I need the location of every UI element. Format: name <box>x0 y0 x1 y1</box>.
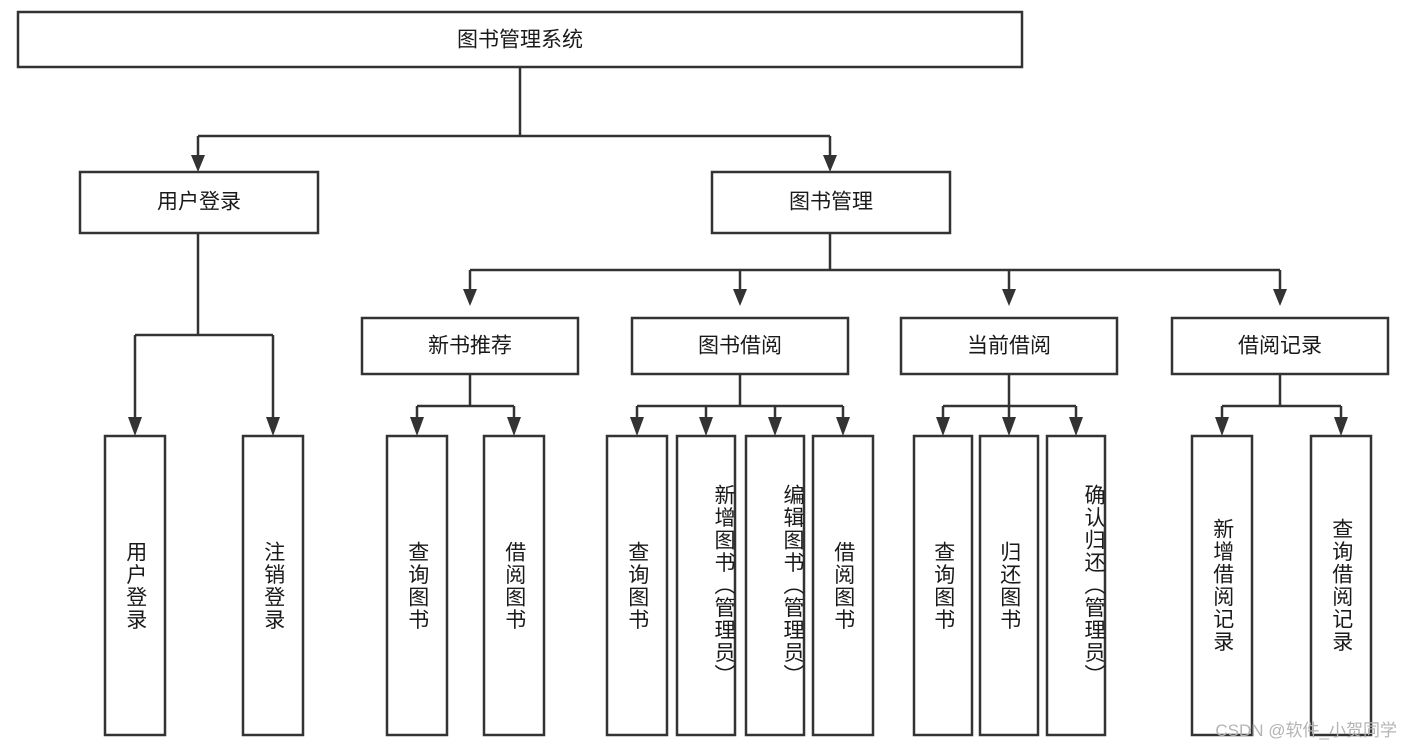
leaf-box-cb-return-book[interactable] <box>978 434 1040 737</box>
book-borrow-label: 图书借阅 <box>698 335 782 358</box>
arrowhead-new-book <box>463 289 477 306</box>
arrowhead-nb-leaf1 <box>410 417 424 436</box>
leaf-box-user-login[interactable] <box>103 434 167 737</box>
leaf-box-bb-edit-book-admin[interactable] <box>744 434 806 737</box>
leaf-box-bb-add-book-admin[interactable] <box>675 434 737 737</box>
leaf-box-nb-query-book[interactable] <box>385 434 449 737</box>
borrow-record-label: 借阅记录 <box>1238 335 1322 358</box>
leaf-boxes-current-borrow <box>912 434 1107 737</box>
leaf-box-cb-query-book[interactable] <box>912 434 974 737</box>
arrowhead-bb-leaf4 <box>836 417 850 436</box>
new-book-recommend-box[interactable] <box>360 316 580 376</box>
arrowhead-nb-leaf2 <box>507 417 521 436</box>
arrowhead-cb-leaf3 <box>1069 417 1083 436</box>
new-book-recommend-label: 新书推荐 <box>428 335 512 358</box>
leaf-box-bb-query-book[interactable] <box>605 434 669 737</box>
connector-group-new-book-to-leaves <box>410 374 521 436</box>
arrowhead-leaf-user-login <box>128 417 142 436</box>
csdn-watermark: CSDN @软件_小贺同学 <box>1215 721 1397 740</box>
arrowhead-current-borrow <box>1002 289 1016 306</box>
node-root-system[interactable]: 图书管理系统 <box>16 10 1024 69</box>
borrow-record-box[interactable] <box>1170 316 1390 376</box>
arrowhead-bb-leaf3 <box>768 417 782 436</box>
leaf-boxes-borrow-record <box>1190 434 1373 737</box>
user-login-box[interactable] <box>78 170 320 235</box>
arrowhead-bb-leaf2 <box>699 417 713 436</box>
connector-group-borrow-record-to-leaves <box>1215 374 1348 436</box>
connector-group-root-to-level1 <box>191 67 837 172</box>
book-manage-box[interactable] <box>710 170 952 235</box>
leaf-boxes-new-book-recommend <box>385 434 546 737</box>
leaf-box-nb-borrow-book[interactable] <box>482 434 546 737</box>
leaf-box-br-query-record[interactable] <box>1309 434 1373 737</box>
arrowhead-leaf-logout <box>266 417 280 436</box>
root-box[interactable] <box>16 10 1024 69</box>
node-current-borrow[interactable]: 当前借阅 <box>899 316 1119 376</box>
arrowhead-book-manage <box>823 155 837 172</box>
arrowhead-borrow-record <box>1273 289 1287 306</box>
current-borrow-label: 当前借阅 <box>967 335 1051 358</box>
root-label: 图书管理系统 <box>457 29 583 52</box>
connector-group-current-borrow-to-leaves <box>936 374 1083 436</box>
leaf-box-logout-login[interactable] <box>241 434 305 737</box>
arrowhead-user-login <box>191 155 205 172</box>
node-book-borrow[interactable]: 图书借阅 <box>630 316 850 376</box>
arrowhead-br-leaf1 <box>1215 417 1229 436</box>
book-borrow-box[interactable] <box>630 316 850 376</box>
connector-group-book-borrow-to-leaves <box>630 374 850 436</box>
node-new-book-recommend[interactable]: 新书推荐 <box>360 316 580 376</box>
leaf-box-br-add-record[interactable] <box>1190 434 1254 737</box>
book-manage-label: 图书管理 <box>789 191 873 214</box>
node-book-manage[interactable]: 图书管理 <box>710 170 952 235</box>
arrowhead-cb-leaf1 <box>936 417 950 436</box>
leaf-box-bb-borrow-book[interactable] <box>811 434 875 737</box>
user-login-label: 用户登录 <box>157 191 241 214</box>
leaf-box-cb-confirm-return-admin[interactable] <box>1045 434 1107 737</box>
node-user-login[interactable]: 用户登录 <box>78 170 320 235</box>
arrowhead-book-borrow <box>733 289 747 306</box>
current-borrow-box[interactable] <box>899 316 1119 376</box>
node-borrow-record[interactable]: 借阅记录 <box>1170 316 1390 376</box>
leaf-boxes-user-login <box>103 434 305 737</box>
arrowhead-br-leaf2 <box>1334 417 1348 436</box>
arrowhead-cb-leaf2 <box>1002 417 1016 436</box>
connector-group-book-manage-to-level2 <box>463 233 1287 306</box>
leaf-boxes-book-borrow <box>605 434 875 737</box>
arrowhead-bb-leaf1 <box>630 417 644 436</box>
connector-group-user-login-to-leaves <box>128 233 280 436</box>
